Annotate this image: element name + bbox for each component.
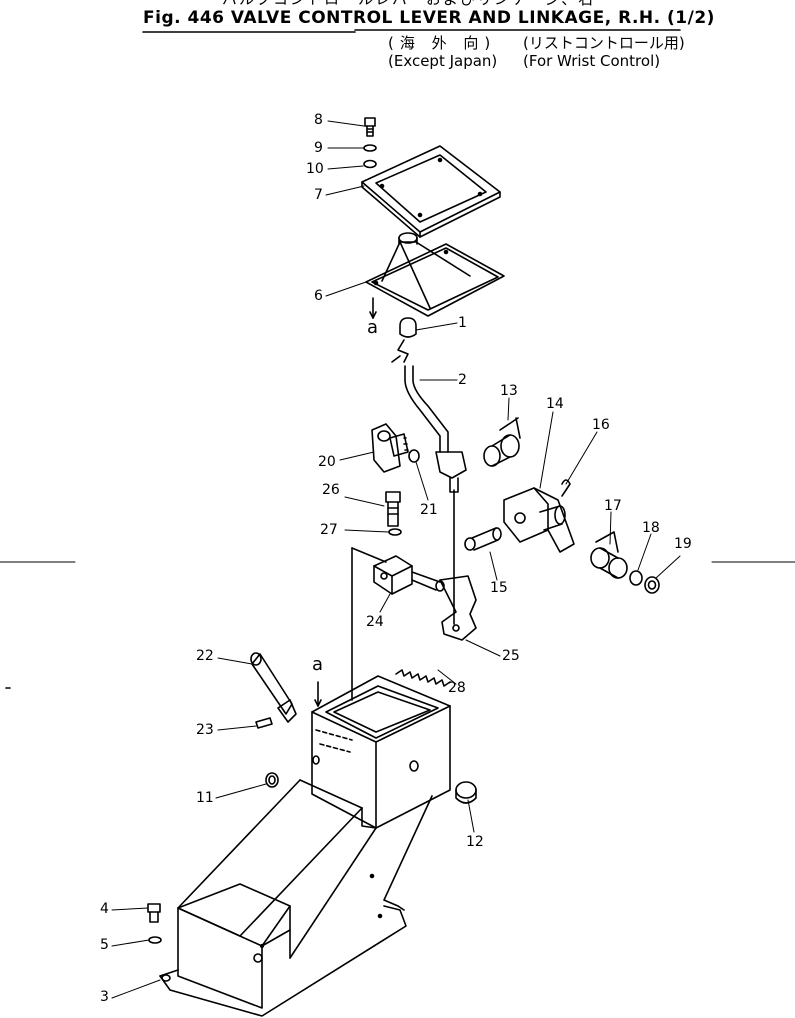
callout-11: 11: [196, 790, 214, 806]
callout-27: 27: [320, 522, 338, 538]
callout-23: 23: [196, 722, 214, 738]
lever-2: [404, 365, 467, 493]
bolt-4: [147, 903, 161, 923]
pin-16: [561, 479, 571, 497]
callout-7: 7: [314, 187, 323, 203]
handle-22: [250, 652, 297, 723]
nut-19: [644, 576, 660, 594]
boot-6: [365, 232, 505, 317]
washer-18: [629, 570, 643, 586]
block-24: [373, 555, 445, 595]
washer-10: [363, 159, 377, 169]
bushing-13: [483, 417, 521, 467]
callout-26: 26: [322, 482, 340, 498]
cap-12: [455, 781, 477, 804]
bracket-25: [439, 575, 477, 641]
callout-10: 10: [306, 161, 324, 177]
grommet-11: [265, 772, 279, 788]
control-note-jp: (リストコントロール用): [523, 34, 685, 52]
control-note: (リストコントロール用) (For Wrist Control): [523, 34, 685, 70]
callout-2: 2: [458, 372, 467, 388]
callout-19: 19: [674, 536, 692, 552]
control-note-en: (For Wrist Control): [523, 52, 661, 70]
washer-21: [408, 449, 420, 463]
callout-6: 6: [314, 288, 323, 304]
pin-23: [255, 717, 273, 729]
callout-3: 3: [100, 989, 109, 1005]
ref-a-bottom: a: [312, 654, 324, 675]
ref-a-top: a: [367, 317, 379, 338]
washer-27: [388, 528, 402, 536]
bracket-14: [503, 487, 575, 553]
washer-5: [148, 936, 162, 944]
callout-16: 16: [592, 417, 610, 433]
housing-3: [159, 675, 451, 1017]
callout-13: 13: [500, 383, 518, 399]
callout-18: 18: [642, 520, 660, 536]
region-note-jp: (海 外 向): [388, 34, 497, 52]
cover-plate-7: [361, 145, 501, 238]
callout-9: 9: [314, 140, 323, 156]
callout-22: 22: [196, 648, 214, 664]
bolt-26: [385, 491, 401, 527]
bolt-8: [364, 117, 376, 137]
region-note: (海 外 向) (Except Japan): [388, 34, 497, 70]
washer-9: [363, 144, 377, 152]
callout-21: 21: [420, 502, 438, 518]
region-note-en: (Except Japan): [388, 52, 498, 70]
callout-15: 15: [490, 580, 508, 596]
callout-24: 24: [366, 614, 384, 630]
callout-20: 20: [318, 454, 336, 470]
leader-lines: [111, 120, 681, 999]
callout-14: 14: [546, 396, 564, 412]
spring-28: [395, 669, 451, 687]
bushing-17: [590, 531, 628, 579]
callout-8: 8: [314, 112, 323, 128]
elbow-20: [371, 423, 409, 473]
japanese-title: バルブコントロールレバーおよびリンケージ、右: [222, 0, 595, 9]
callout-12: 12: [466, 834, 484, 850]
callout-17: 17: [604, 498, 622, 514]
callout-28: 28: [448, 680, 466, 696]
knob-1: [391, 317, 417, 363]
figure-title: Fig. 446 VALVE CONTROL LEVER AND LINKAGE…: [143, 8, 715, 28]
callout-5: 5: [100, 937, 109, 953]
callout-25: 25: [502, 648, 520, 664]
callout-1: 1: [458, 315, 467, 331]
callout-4: 4: [100, 901, 109, 917]
bolt-15: [464, 527, 502, 551]
